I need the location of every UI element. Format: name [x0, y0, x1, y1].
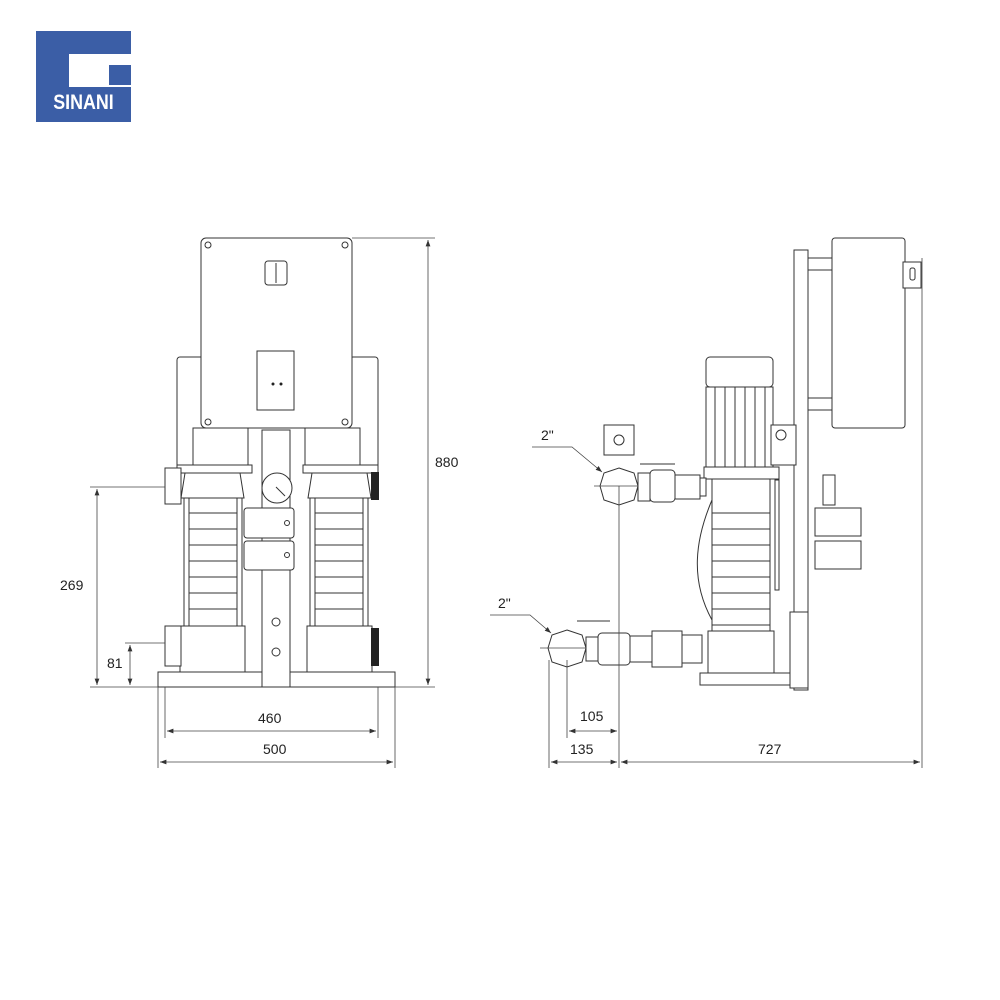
inlet-size-label: 2" [498, 595, 511, 611]
side-pump-base [707, 630, 775, 674]
right-pump-head [307, 472, 372, 499]
left-motor-flange [176, 464, 253, 474]
dim-500: 500 [263, 741, 287, 757]
right-inlet-cap [371, 628, 379, 666]
side-dimensions: 2" 2" 105 135 727 [490, 258, 923, 768]
logo-text: SINANI [53, 91, 114, 114]
side-motor-top [705, 356, 774, 388]
side-gauge [822, 474, 836, 506]
mounting-post [793, 249, 809, 691]
side-pressure-switch-2 [814, 540, 862, 570]
right-pump-stack [309, 497, 369, 627]
right-motor-flange [302, 464, 379, 474]
dim-105: 105 [580, 708, 604, 724]
left-pump-base [179, 625, 246, 673]
dim-135: 135 [570, 741, 594, 757]
inlet-check-valve [651, 630, 683, 668]
sinani-logo: SINANI [36, 31, 132, 122]
outlet-ball-valve [649, 469, 676, 503]
right-motor-lower [304, 427, 361, 471]
front-dimensions: 880 269 81 460 500 [60, 237, 459, 768]
outlet-manifold-end [164, 467, 182, 505]
control-display [256, 350, 295, 411]
outlet-size-label: 2" [541, 427, 554, 443]
left-pump-stack [183, 497, 243, 627]
terminal-box [770, 424, 797, 466]
dim-727: 727 [758, 741, 782, 757]
right-outlet-cap [371, 472, 379, 500]
dim-460: 460 [258, 710, 282, 726]
inlet-manifold-end [164, 625, 182, 667]
control-box [200, 237, 353, 429]
side-view [540, 237, 922, 691]
side-pump-stack [711, 478, 771, 640]
front-view [157, 237, 396, 688]
dim-880: 880 [435, 454, 459, 470]
logo-shape-cutout [109, 65, 131, 85]
right-pump-base [306, 625, 373, 673]
outlet-union [674, 474, 701, 500]
pressure-switch-2 [243, 540, 295, 571]
left-pump-head [180, 472, 245, 499]
side-control-box [831, 237, 906, 429]
dim-269: 269 [60, 577, 84, 593]
side-pressure-switch-1 [814, 507, 862, 537]
inlet-ball-valve [597, 632, 631, 666]
left-motor-lower [192, 427, 249, 471]
dim-81: 81 [107, 655, 123, 671]
side-motor-body [705, 386, 774, 468]
top-valve [603, 424, 635, 456]
pressure-switch-1 [243, 507, 295, 539]
